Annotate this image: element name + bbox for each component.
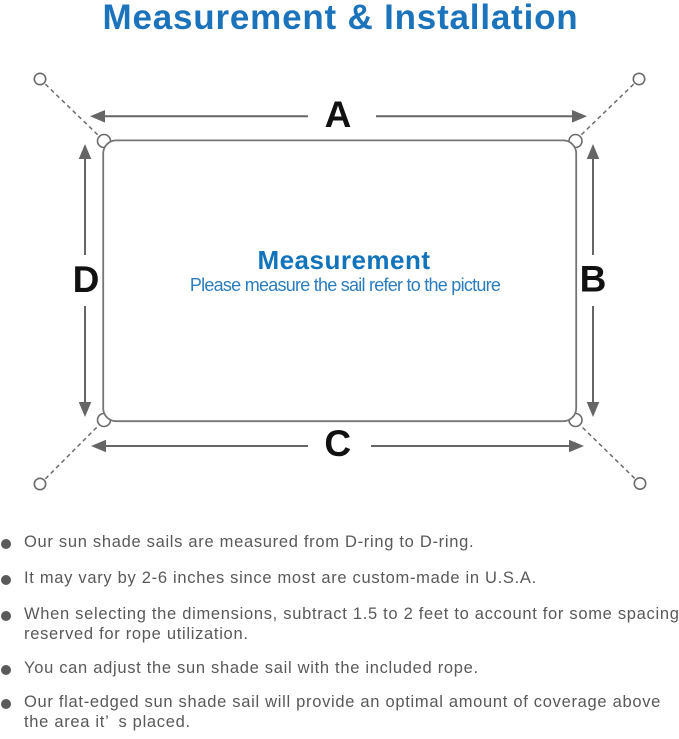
svg-text:B: B [580, 259, 607, 300]
svg-text:D: D [73, 259, 100, 300]
svg-text:A: A [325, 94, 352, 135]
svg-text:C: C [324, 423, 351, 464]
